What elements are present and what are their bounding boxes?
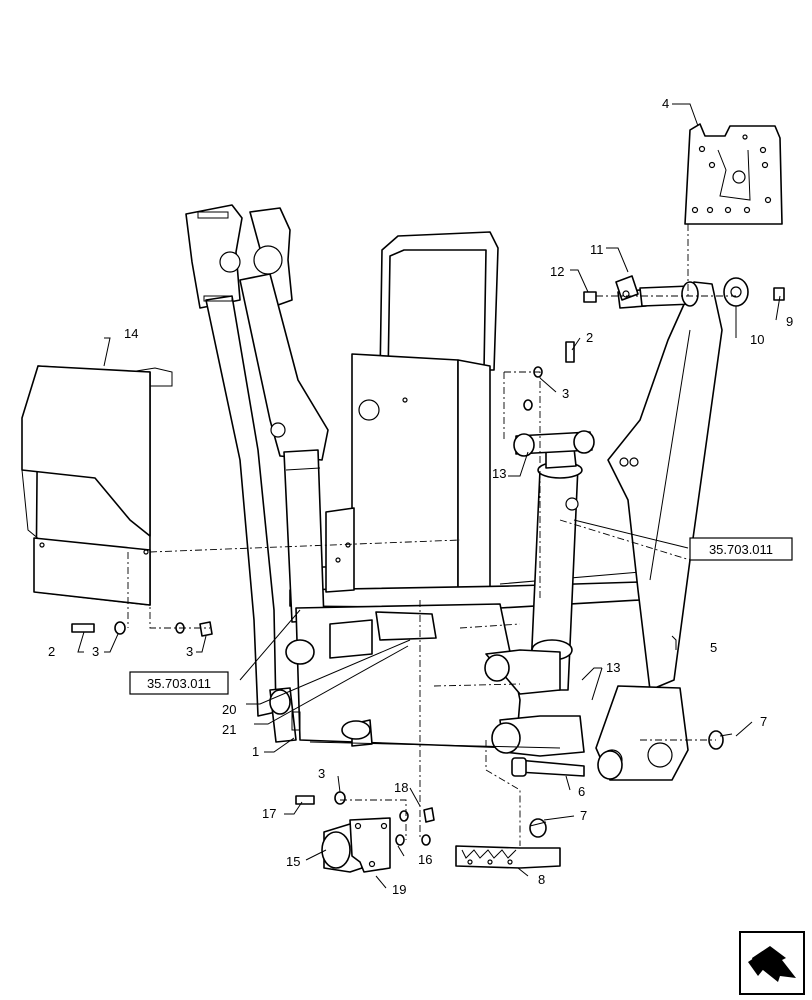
callout-16: 16 bbox=[418, 852, 432, 867]
callout-4: 4 bbox=[662, 96, 669, 111]
callout-6: 6 bbox=[578, 784, 585, 799]
left-cylinder bbox=[283, 449, 325, 623]
callout-21: 21 bbox=[222, 722, 236, 737]
callout-3-top: 3 bbox=[562, 386, 569, 401]
callout-3-bottom: 3 bbox=[318, 766, 325, 781]
callout-9: 9 bbox=[786, 314, 793, 329]
callout-3-mid: 3 bbox=[186, 644, 193, 659]
callout-12: 12 bbox=[550, 264, 564, 279]
lynch-pin-bottom bbox=[529, 818, 547, 838]
long-pin bbox=[511, 757, 585, 777]
lynch-pin-right bbox=[708, 730, 733, 750]
fasteners bbox=[71, 341, 575, 846]
assembly-lines bbox=[127, 224, 736, 846]
center-frame bbox=[289, 231, 641, 609]
callout-7-bottom: 7 bbox=[580, 808, 587, 823]
callout-19: 19 bbox=[392, 882, 406, 897]
reference-label-left: 35.703.011 bbox=[147, 676, 211, 691]
callout-17: 17 bbox=[262, 806, 276, 821]
drawbar bbox=[455, 845, 561, 869]
callout-labels: 4 11 12 9 10 14 2 3 13 2 3 3 5 13 20 21 … bbox=[48, 96, 793, 897]
callout-8: 8 bbox=[538, 872, 545, 887]
guard-shield bbox=[21, 365, 173, 606]
callout-2-top: 2 bbox=[586, 330, 593, 345]
right-cylinder bbox=[513, 430, 595, 691]
callout-13-top: 13 bbox=[492, 466, 506, 481]
callout-20: 20 bbox=[222, 702, 236, 717]
callout-14: 14 bbox=[124, 326, 138, 341]
callout-11: 11 bbox=[590, 242, 604, 257]
callout-7-right: 7 bbox=[760, 714, 767, 729]
callout-10: 10 bbox=[750, 332, 764, 347]
callout-15: 15 bbox=[286, 854, 300, 869]
callout-18: 18 bbox=[394, 780, 408, 795]
reference-box-right[interactable]: 35.703.011 bbox=[689, 537, 793, 561]
next-page-arrow-icon[interactable] bbox=[739, 931, 805, 995]
swivel-bracket bbox=[321, 817, 391, 873]
left-lift-arm bbox=[185, 204, 329, 717]
top-pin-assembly bbox=[583, 275, 785, 309]
mounting-plate bbox=[684, 123, 783, 225]
drawbar-hitch bbox=[269, 603, 585, 757]
reference-label-right: 35.703.011 bbox=[709, 542, 773, 557]
callout-1: 1 bbox=[252, 744, 259, 759]
callout-5: 5 bbox=[710, 640, 717, 655]
right-lift-arm bbox=[595, 281, 723, 781]
callout-13-right: 13 bbox=[606, 660, 620, 675]
reference-box-left[interactable]: 35.703.011 bbox=[129, 671, 229, 695]
callout-2-left: 2 bbox=[48, 644, 55, 659]
callout-3-left: 3 bbox=[92, 644, 99, 659]
leader-lines bbox=[77, 103, 781, 889]
